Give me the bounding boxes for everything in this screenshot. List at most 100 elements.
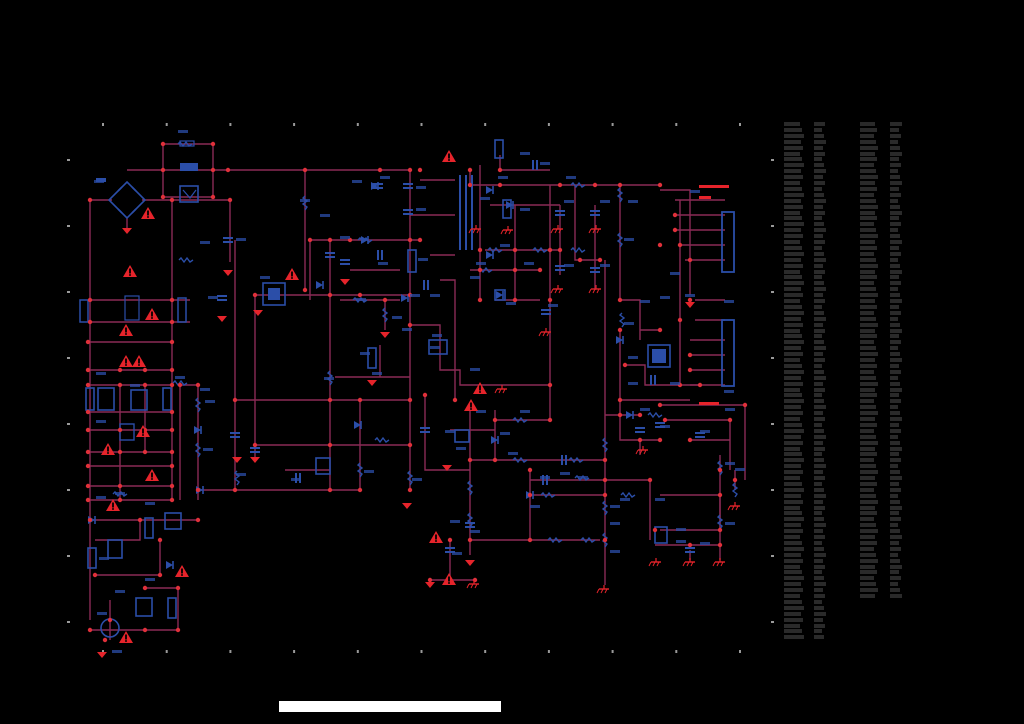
designator-label xyxy=(480,197,490,200)
bom-cell xyxy=(890,369,901,374)
bom-cell xyxy=(784,635,804,640)
bom-cell xyxy=(814,340,824,345)
designator-label xyxy=(450,520,460,523)
junction-dot xyxy=(85,427,91,433)
designator-label xyxy=(260,276,270,279)
resistor xyxy=(731,482,739,498)
bom-cell xyxy=(814,599,822,604)
bom-cell xyxy=(814,186,822,191)
bom-cell xyxy=(890,222,901,227)
bom-cell xyxy=(890,428,901,433)
bom-cell xyxy=(784,175,803,180)
designator-label xyxy=(655,498,665,501)
designator-label xyxy=(660,296,670,299)
designator-label xyxy=(96,420,106,423)
bom-cell xyxy=(814,127,822,132)
bom-row xyxy=(784,599,914,604)
junction-dot xyxy=(327,237,333,243)
frame-tick xyxy=(67,291,70,293)
bom-row xyxy=(784,322,914,327)
resistor xyxy=(620,491,636,499)
bom-cell xyxy=(860,422,877,427)
bom-cell xyxy=(814,181,825,185)
bom-row xyxy=(784,269,914,274)
frame-tick xyxy=(739,650,741,653)
designator-label xyxy=(500,244,510,247)
bom-cell xyxy=(860,251,874,256)
resistor xyxy=(466,512,474,528)
diode xyxy=(166,561,174,569)
bom-cell xyxy=(814,564,825,569)
bom-row xyxy=(784,299,914,303)
junction-dot xyxy=(85,409,91,415)
bom-cell xyxy=(784,487,804,492)
designator-label xyxy=(676,528,686,531)
junction-dot xyxy=(169,483,175,489)
designator-label xyxy=(175,376,185,379)
designator-label xyxy=(470,276,480,279)
bom-cell xyxy=(814,352,823,357)
bom-cell xyxy=(814,204,823,209)
bom-cell xyxy=(784,181,800,185)
bom-cell xyxy=(784,617,803,622)
bom-cell xyxy=(890,210,902,215)
bom-row xyxy=(784,328,914,333)
designator-label xyxy=(430,294,440,297)
resistor xyxy=(194,397,202,413)
designator-label xyxy=(628,382,638,385)
designator-label xyxy=(178,130,188,133)
bom-cell xyxy=(784,629,802,634)
bom-cell xyxy=(814,493,826,498)
resistor xyxy=(716,514,724,530)
designator-label xyxy=(610,522,620,525)
designator-label xyxy=(640,408,650,411)
bom-cell xyxy=(860,446,875,451)
capacitor xyxy=(695,432,705,438)
designator-label xyxy=(364,470,374,473)
bom-row xyxy=(784,163,914,168)
bom-cell xyxy=(784,540,802,545)
bom-row xyxy=(784,387,914,392)
bom-cell xyxy=(814,505,825,510)
junction-dot xyxy=(592,182,598,188)
bom-cell xyxy=(860,240,875,244)
junction-dot xyxy=(142,367,148,373)
resistor xyxy=(512,416,528,424)
frame-tick xyxy=(547,650,550,653)
junction-dot xyxy=(717,542,723,548)
bom-cell xyxy=(784,322,803,327)
junction-dot xyxy=(210,194,216,200)
bom-cell xyxy=(890,499,900,504)
junction-dot xyxy=(657,242,663,248)
resistor xyxy=(616,187,624,203)
bom-cell xyxy=(814,440,823,445)
bom-cell xyxy=(784,417,800,421)
bom-cell xyxy=(890,251,901,256)
diode xyxy=(371,182,379,190)
bom-cell xyxy=(860,594,875,598)
bom-cell xyxy=(814,346,826,351)
bom-cell xyxy=(814,210,825,215)
bom-cell xyxy=(814,511,822,516)
bom-cell xyxy=(784,340,804,345)
bom-cell xyxy=(784,352,803,357)
bom-cell xyxy=(860,588,878,593)
junction-dot xyxy=(87,517,93,523)
designator-label xyxy=(725,522,735,525)
bom-row xyxy=(784,204,914,209)
junction-dot xyxy=(677,242,683,248)
bom-cell xyxy=(814,287,826,292)
junction-dot xyxy=(422,392,428,398)
bom-cell xyxy=(814,322,823,327)
bom-cell xyxy=(814,481,822,486)
designator-label xyxy=(130,384,140,387)
bom-row xyxy=(784,552,914,557)
junction-dot xyxy=(597,257,603,263)
bom-row xyxy=(784,611,914,616)
frame-tick xyxy=(102,650,104,653)
diode xyxy=(194,426,202,434)
junction-dot xyxy=(622,362,628,368)
bom-cell xyxy=(890,316,898,321)
bom-row xyxy=(784,476,914,480)
junction-dot xyxy=(732,477,738,483)
